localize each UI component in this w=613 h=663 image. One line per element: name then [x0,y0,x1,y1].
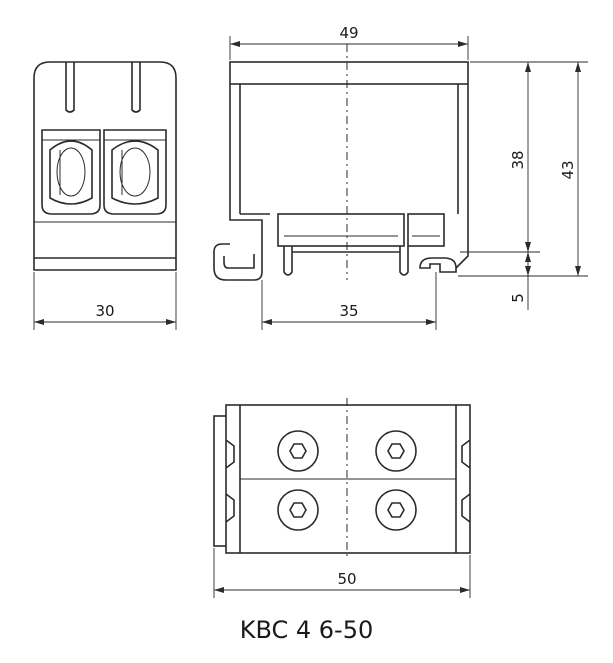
screw-hex-icon [375,430,417,472]
dimension-rail-span: 35 [261,272,437,330]
front-view [33,61,177,271]
dim-label-5: 5 [509,293,527,303]
dim-label-49: 49 [339,24,358,42]
dimension-front-width: 30 [33,272,177,330]
dim-label-30: 30 [95,302,114,320]
screw-hex-icon [277,430,319,472]
screw-hex-icon [375,489,417,531]
drawing-title: KBC 4 6-50 [239,616,374,644]
dim-label-38: 38 [509,150,527,169]
dimension-inner-height: 38 [460,61,540,253]
dimension-total-height: 43 [458,61,588,277]
dim-label-35: 35 [339,302,358,320]
dimension-top-length: 50 [213,548,471,598]
screw-hex-icon [277,489,319,531]
dim-label-43: 43 [559,160,577,179]
dimension-base-offset: 5 [509,252,531,310]
dim-label-50: 50 [337,570,356,588]
top-view [213,398,471,560]
dimension-side-width: 49 [229,24,469,60]
side-view [213,44,469,281]
